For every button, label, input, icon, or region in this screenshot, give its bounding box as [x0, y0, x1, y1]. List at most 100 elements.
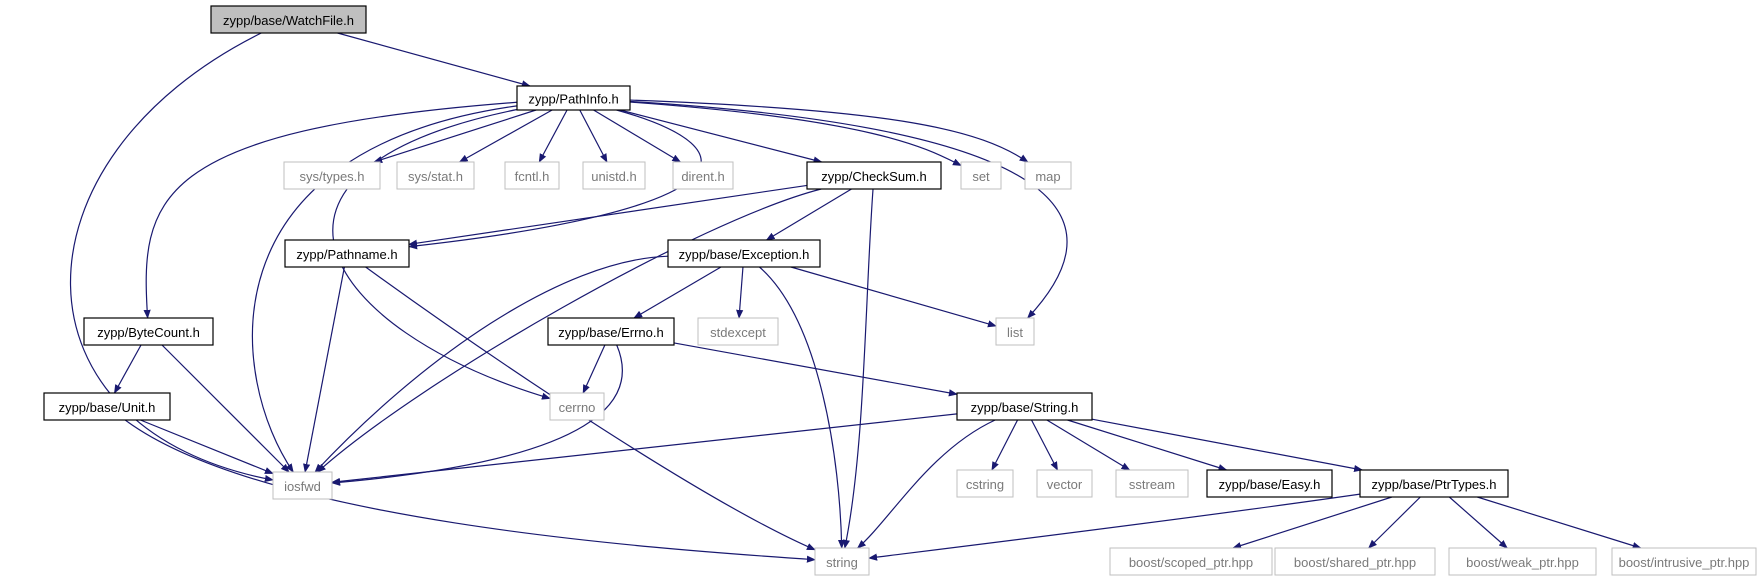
- edge-stringh-to-cstring: [991, 419, 1019, 471]
- node-label-string: string: [826, 555, 858, 570]
- node-exception[interactable]: zypp/base/Exception.h: [667, 239, 821, 268]
- node-box-exception: [667, 239, 821, 268]
- edge-errno-to-cerrno: [582, 344, 606, 394]
- node-label-weakptr: boost/weak_ptr.hpp: [1466, 555, 1579, 570]
- node-box-string: [814, 547, 870, 576]
- node-label-scopedptr: boost/scoped_ptr.hpp: [1129, 555, 1253, 570]
- node-box-checksum: [806, 161, 942, 190]
- edge-pathinfo-to-map: [629, 99, 1029, 163]
- edge-pathinfo-to-fcntl: [538, 109, 568, 163]
- edge-checksum-to-pathname: [408, 184, 808, 247]
- node-box-vector: [1036, 469, 1093, 498]
- node-label-unistd: unistd.h: [591, 169, 637, 184]
- node-cstring: cstring: [956, 469, 1014, 498]
- edge-pathinfo-to-iosfwd: [251, 105, 518, 473]
- edge-stringh-to-string: [856, 419, 996, 549]
- node-box-stringh: [956, 392, 1093, 421]
- node-label-errno: zypp/base/Errno.h: [558, 325, 664, 340]
- node-unistd: unistd.h: [582, 161, 646, 190]
- node-box-set: [960, 161, 1002, 190]
- edge-stringh-to-ptrtypes: [1091, 418, 1364, 473]
- node-fcntl: fcntl.h: [504, 161, 560, 190]
- node-label-cstring: cstring: [966, 477, 1004, 492]
- edge-exception-to-iosfwd: [314, 255, 669, 473]
- edge-pathname-to-iosfwd: [303, 266, 346, 473]
- edge-unit-to-string: [124, 419, 816, 563]
- node-label-list: list: [1007, 325, 1023, 340]
- node-ptrtypes[interactable]: zypp/base/PtrTypes.h: [1359, 469, 1509, 498]
- edge-ptrtypes-to-intrusiveptr: [1477, 496, 1642, 550]
- node-label-dirent: dirent.h: [681, 169, 724, 184]
- node-label-watchfile: zypp/base/WatchFile.h: [223, 13, 354, 28]
- node-pathinfo[interactable]: zypp/PathInfo.h: [516, 85, 631, 111]
- node-label-stdexcept: stdexcept: [710, 325, 766, 340]
- node-stringh[interactable]: zypp/base/String.h: [956, 392, 1093, 421]
- node-sysstat: sys/stat.h: [396, 161, 475, 190]
- edge-errno-to-stringh: [673, 342, 958, 397]
- node-systypes: sys/types.h: [283, 161, 381, 190]
- node-box-easy: [1206, 469, 1333, 498]
- edge-unit-to-iosfwd: [140, 419, 274, 475]
- node-label-exception: zypp/base/Exception.h: [679, 247, 810, 262]
- node-cerrno: cerrno: [549, 392, 605, 421]
- node-label-checksum: zypp/CheckSum.h: [821, 169, 927, 184]
- node-bytecount[interactable]: zypp/ByteCount.h: [83, 317, 214, 346]
- node-box-pathname: [284, 239, 410, 268]
- edge-bytecount-to-iosfwd: [161, 344, 290, 473]
- node-list: list: [995, 317, 1035, 346]
- node-box-map: [1024, 161, 1072, 190]
- node-label-systypes: sys/types.h: [299, 169, 364, 184]
- edge-checksum-to-string: [842, 188, 874, 549]
- node-box-iosfwd: [272, 471, 333, 500]
- node-box-cerrno: [549, 392, 605, 421]
- node-label-ptrtypes: zypp/base/PtrTypes.h: [1371, 477, 1496, 492]
- node-stdexcept: stdexcept: [697, 317, 779, 346]
- node-string: string: [814, 547, 870, 576]
- node-label-stringh: zypp/base/String.h: [971, 400, 1079, 415]
- edges-layer: [70, 32, 1642, 563]
- node-box-unistd: [582, 161, 646, 190]
- node-label-easy: zypp/base/Easy.h: [1219, 477, 1321, 492]
- node-box-ptrtypes: [1359, 469, 1509, 498]
- node-box-sharedptr: [1274, 547, 1436, 576]
- node-box-bytecount: [83, 317, 214, 346]
- edge-pathinfo-to-list: [629, 100, 1068, 319]
- node-checksum[interactable]: zypp/CheckSum.h: [806, 161, 942, 190]
- node-iosfwd: iosfwd: [272, 471, 333, 500]
- edge-pathinfo-to-checksum: [619, 109, 823, 164]
- edge-pathinfo-to-systypes: [373, 109, 537, 163]
- node-easy[interactable]: zypp/base/Easy.h: [1206, 469, 1333, 498]
- edge-stringh-to-easy: [1067, 419, 1228, 472]
- edge-ptrtypes-to-string: [868, 493, 1361, 561]
- node-label-sharedptr: boost/shared_ptr.hpp: [1294, 555, 1416, 570]
- node-label-bytecount: zypp/ByteCount.h: [97, 325, 200, 340]
- edge-exception-to-list: [790, 266, 997, 328]
- node-weakptr: boost/weak_ptr.hpp: [1448, 547, 1597, 576]
- node-unit[interactable]: zypp/base/Unit.h: [43, 392, 171, 421]
- node-box-stdexcept: [697, 317, 779, 346]
- node-label-pathinfo: zypp/PathInfo.h: [528, 92, 618, 107]
- node-sharedptr: boost/shared_ptr.hpp: [1274, 547, 1436, 576]
- edge-ptrtypes-to-scopedptr: [1232, 496, 1393, 549]
- edge-bytecount-to-unit: [113, 344, 142, 394]
- node-box-fcntl: [504, 161, 560, 190]
- node-errno[interactable]: zypp/base/Errno.h: [547, 317, 675, 346]
- node-box-unit: [43, 392, 171, 421]
- edge-exception-to-stdexcept: [736, 266, 744, 319]
- node-label-sysstat: sys/stat.h: [408, 169, 463, 184]
- edge-stringh-to-sstream: [1046, 419, 1131, 471]
- node-label-unit: zypp/base/Unit.h: [59, 400, 156, 415]
- node-map: map: [1024, 161, 1072, 190]
- node-label-vector: vector: [1047, 477, 1083, 492]
- edge-watchfile-to-pathinfo: [337, 32, 531, 88]
- node-box-sysstat: [396, 161, 475, 190]
- node-label-intrusiveptr: boost/intrusive_ptr.hpp: [1619, 555, 1750, 570]
- node-label-set: set: [972, 169, 990, 184]
- edge-pathinfo-to-unistd: [579, 109, 608, 163]
- node-pathname[interactable]: zypp/Pathname.h: [284, 239, 410, 268]
- node-box-list: [995, 317, 1035, 346]
- node-watchfile[interactable]: zypp/base/WatchFile.h: [210, 5, 367, 34]
- edge-pathinfo-to-sysstat: [458, 109, 553, 163]
- edge-exception-to-string: [759, 266, 846, 549]
